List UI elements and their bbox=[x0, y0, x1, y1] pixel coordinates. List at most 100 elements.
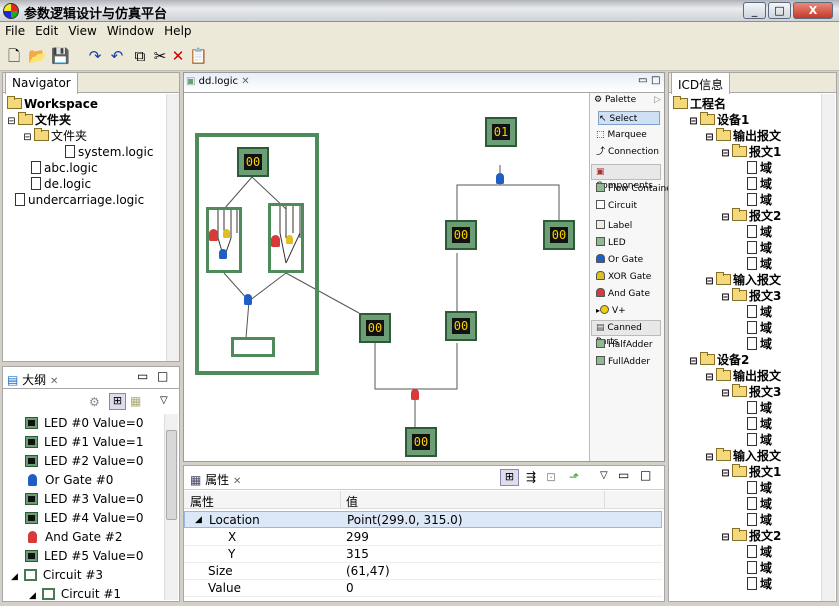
icd-field-item[interactable]: 域 bbox=[747, 256, 772, 272]
collapse-icon[interactable]: ⊟ bbox=[705, 132, 714, 143]
icd-field-item[interactable]: 域 bbox=[747, 336, 772, 352]
icd-field-item[interactable]: 域 bbox=[747, 512, 772, 528]
palette-collapse-icon[interactable]: ▷ bbox=[654, 95, 661, 105]
led-node[interactable]: 00 bbox=[359, 313, 391, 343]
outline-item[interactable]: LED #2 Value=0 bbox=[25, 452, 143, 471]
icd-field-item[interactable]: 域 bbox=[747, 304, 772, 320]
collapse-icon[interactable]: ⊟ bbox=[721, 212, 730, 223]
circuit-container[interactable] bbox=[195, 133, 319, 375]
led-node[interactable]: 01 bbox=[485, 117, 517, 147]
tree-item-file[interactable]: abc.logic bbox=[31, 160, 98, 176]
collapse-icon[interactable]: ⊟ bbox=[23, 132, 32, 143]
icd-field-item[interactable]: 域 bbox=[747, 160, 772, 176]
close-tab-icon[interactable]: ✕ bbox=[233, 476, 242, 487]
icd-field-item[interactable]: 域 bbox=[747, 544, 772, 560]
icd-scrollbar[interactable] bbox=[821, 94, 835, 601]
palette-item[interactable]: HalfAdder bbox=[596, 338, 653, 352]
palette-tool-connection[interactable]: ⤴Connection bbox=[596, 147, 659, 157]
minimize-view-icon[interactable]: ▭ bbox=[638, 75, 648, 86]
maximize-view-icon[interactable]: □ bbox=[157, 369, 169, 383]
palette-item[interactable]: XOR Gate bbox=[596, 270, 651, 284]
menu-window[interactable]: Window bbox=[106, 24, 155, 38]
outline-item[interactable]: LED #0 Value=0 bbox=[25, 414, 143, 433]
icd-tree-item[interactable]: ⊟设备1 bbox=[689, 112, 749, 128]
redo-icon[interactable]: ↷ bbox=[88, 47, 102, 65]
icd-tree-item[interactable]: ⊟设备2 bbox=[689, 352, 749, 368]
outline-item[interactable]: LED #1 Value=1 bbox=[25, 433, 143, 452]
icd-tree-item[interactable]: ⊟报文3 bbox=[721, 288, 781, 304]
icd-tree-item[interactable]: ⊟报文2 bbox=[721, 528, 781, 544]
close-tab-icon[interactable]: ✕ bbox=[241, 76, 250, 87]
icd-field-item[interactable]: 域 bbox=[747, 576, 772, 592]
sub-circuit[interactable] bbox=[206, 207, 242, 273]
outline-item[interactable]: LED #3 Value=0 bbox=[25, 490, 143, 509]
maximize-view-icon[interactable]: □ bbox=[651, 75, 661, 86]
collapse-icon[interactable]: ⊟ bbox=[689, 356, 698, 367]
collapse-icon[interactable]: ⊟ bbox=[705, 452, 714, 463]
cut-icon[interactable]: ✂ bbox=[153, 47, 167, 65]
palette-item[interactable]: FullAdder bbox=[596, 355, 650, 369]
icd-field-item[interactable]: 域 bbox=[747, 416, 772, 432]
icd-tree-item[interactable]: 工程名 bbox=[673, 96, 726, 112]
led-node[interactable]: 00 bbox=[543, 220, 575, 250]
xor-gate-icon[interactable] bbox=[286, 235, 293, 244]
outline-item[interactable]: Or Gate #0 bbox=[25, 471, 113, 490]
or-gate-icon[interactable] bbox=[219, 249, 227, 259]
icd-field-item[interactable]: 域 bbox=[747, 192, 772, 208]
led-node[interactable]: 00 bbox=[237, 147, 269, 177]
tree-view-icon[interactable]: ⊞ bbox=[109, 393, 126, 410]
menu-view[interactable]: View bbox=[68, 24, 97, 38]
tree-item-workspace[interactable]: Workspace bbox=[7, 96, 98, 112]
palette-item[interactable]: Circuit bbox=[596, 199, 637, 213]
palette-item[interactable]: LED bbox=[596, 236, 626, 250]
icd-field-item[interactable]: 域 bbox=[747, 432, 772, 448]
tree-item-folder[interactable]: ⊟文件夹 bbox=[23, 128, 87, 144]
palette-group-canned[interactable]: ▤ Canned Parts bbox=[591, 320, 661, 347]
delete-icon[interactable]: ✕ bbox=[171, 47, 185, 65]
copy-icon[interactable]: ⧉ bbox=[134, 47, 146, 65]
filter-advanced-icon[interactable]: ⇶ bbox=[526, 470, 537, 484]
icd-field-item[interactable]: 域 bbox=[747, 560, 772, 576]
palette-group-components[interactable]: ▣ Components bbox=[591, 164, 661, 191]
icd-tree-item[interactable]: ⊟输入报文 bbox=[705, 272, 781, 288]
xor-gate-icon[interactable] bbox=[223, 229, 230, 238]
outline-item[interactable]: LED #5 Value=0 bbox=[25, 547, 143, 566]
icd-tree-item[interactable]: ⊟输入报文 bbox=[705, 448, 781, 464]
view-menu-icon[interactable]: ▽ bbox=[160, 395, 168, 406]
and-gate-icon[interactable] bbox=[271, 235, 280, 247]
icd-field-item[interactable]: 域 bbox=[747, 176, 772, 192]
led-node[interactable]: 00 bbox=[405, 427, 437, 457]
tree-item-file[interactable]: undercarriage.logic bbox=[15, 192, 144, 208]
collapse-icon[interactable]: ⊟ bbox=[689, 116, 698, 127]
icd-tree-item[interactable]: ⊟报文3 bbox=[721, 384, 781, 400]
palette-item[interactable]: Or Gate bbox=[596, 253, 643, 267]
outline-item[interactable]: LED #4 Value=0 bbox=[25, 509, 143, 528]
filter-icon[interactable]: ▦ bbox=[130, 394, 142, 408]
icd-tree-item[interactable]: ⊟报文1 bbox=[721, 464, 781, 480]
collapse-icon[interactable]: ◢ bbox=[29, 591, 36, 601]
navigator-scrollbar[interactable] bbox=[166, 94, 179, 361]
expand-icon[interactable]: ▸ bbox=[596, 306, 601, 315]
menu-edit[interactable]: Edit bbox=[35, 24, 59, 38]
palette-item[interactable]: And Gate bbox=[596, 287, 650, 301]
icd-field-item[interactable]: 域 bbox=[747, 224, 772, 240]
close-button[interactable]: X bbox=[793, 2, 833, 19]
tab-icd[interactable]: ICD信息 bbox=[671, 72, 731, 94]
collapse-icon[interactable]: ⊟ bbox=[721, 388, 730, 399]
menu-file[interactable]: File bbox=[5, 24, 26, 38]
new-icon[interactable]: 🗋 bbox=[7, 47, 21, 65]
palette-item[interactable]: Label bbox=[596, 219, 632, 233]
collapse-icon[interactable]: ⊟ bbox=[721, 292, 730, 303]
tree-item-folder[interactable]: ⊟文件夹 bbox=[7, 112, 71, 128]
icd-tree-item[interactable]: ⊟输出报文 bbox=[705, 368, 781, 384]
paste-icon[interactable]: 📋 bbox=[189, 47, 208, 65]
led-node[interactable]: 00 bbox=[445, 311, 477, 341]
overview-icon[interactable]: ⚙ bbox=[89, 395, 100, 409]
maximize-button[interactable]: □ bbox=[768, 2, 791, 19]
pin-icon[interactable]: ⬏ bbox=[569, 470, 580, 484]
palette-tool-select[interactable]: ↖Select bbox=[598, 111, 660, 125]
icd-tree-item[interactable]: ⊟报文2 bbox=[721, 208, 781, 224]
